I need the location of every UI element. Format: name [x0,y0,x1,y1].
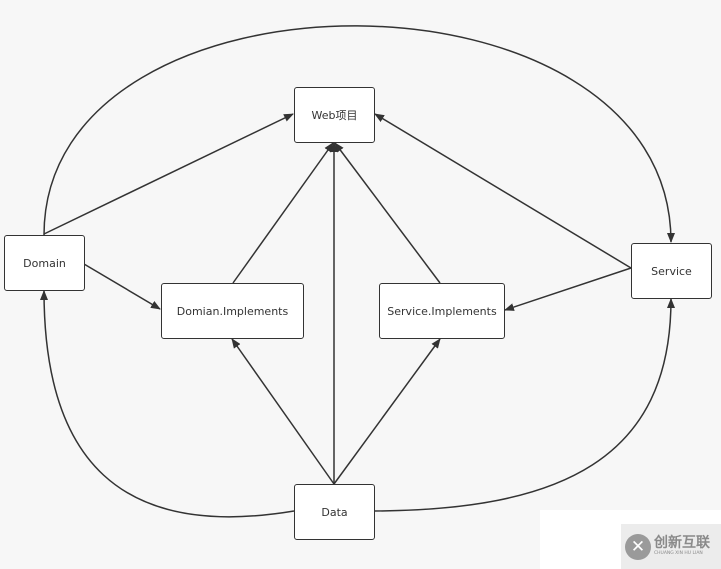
edge-domain-service [43,25,675,243]
edge-domain-web [43,113,294,235]
edge-data-serviceimpl [333,338,441,485]
node-domain-implements[interactable]: Domian.Implements [161,283,304,339]
edge-serviceimpl-web [334,142,441,284]
node-web[interactable]: Web项目 [294,87,375,143]
edge-data-domain [40,290,295,518]
watermark: ✕ 创新互联 CHUANG XIN HU LIAN [621,524,721,569]
watermark-subtitle: CHUANG XIN HU LIAN [654,551,703,556]
edge-domainimpl-web [232,142,334,284]
watermark-logo-icon: ✕ [625,533,651,560]
edge-data-domainimpl [231,338,335,485]
edge-data-service [373,298,675,512]
node-domain[interactable]: Domain [4,235,85,291]
node-service[interactable]: Service [631,243,712,299]
edge-domain-domainimpl [83,263,161,310]
edge-service-web [374,113,632,269]
node-service-implements[interactable]: Service.Implements [379,283,505,339]
watermark-title: 创新互联 [654,535,710,551]
node-data[interactable]: Data [294,484,375,540]
edge-service-serviceimpl [504,267,632,311]
